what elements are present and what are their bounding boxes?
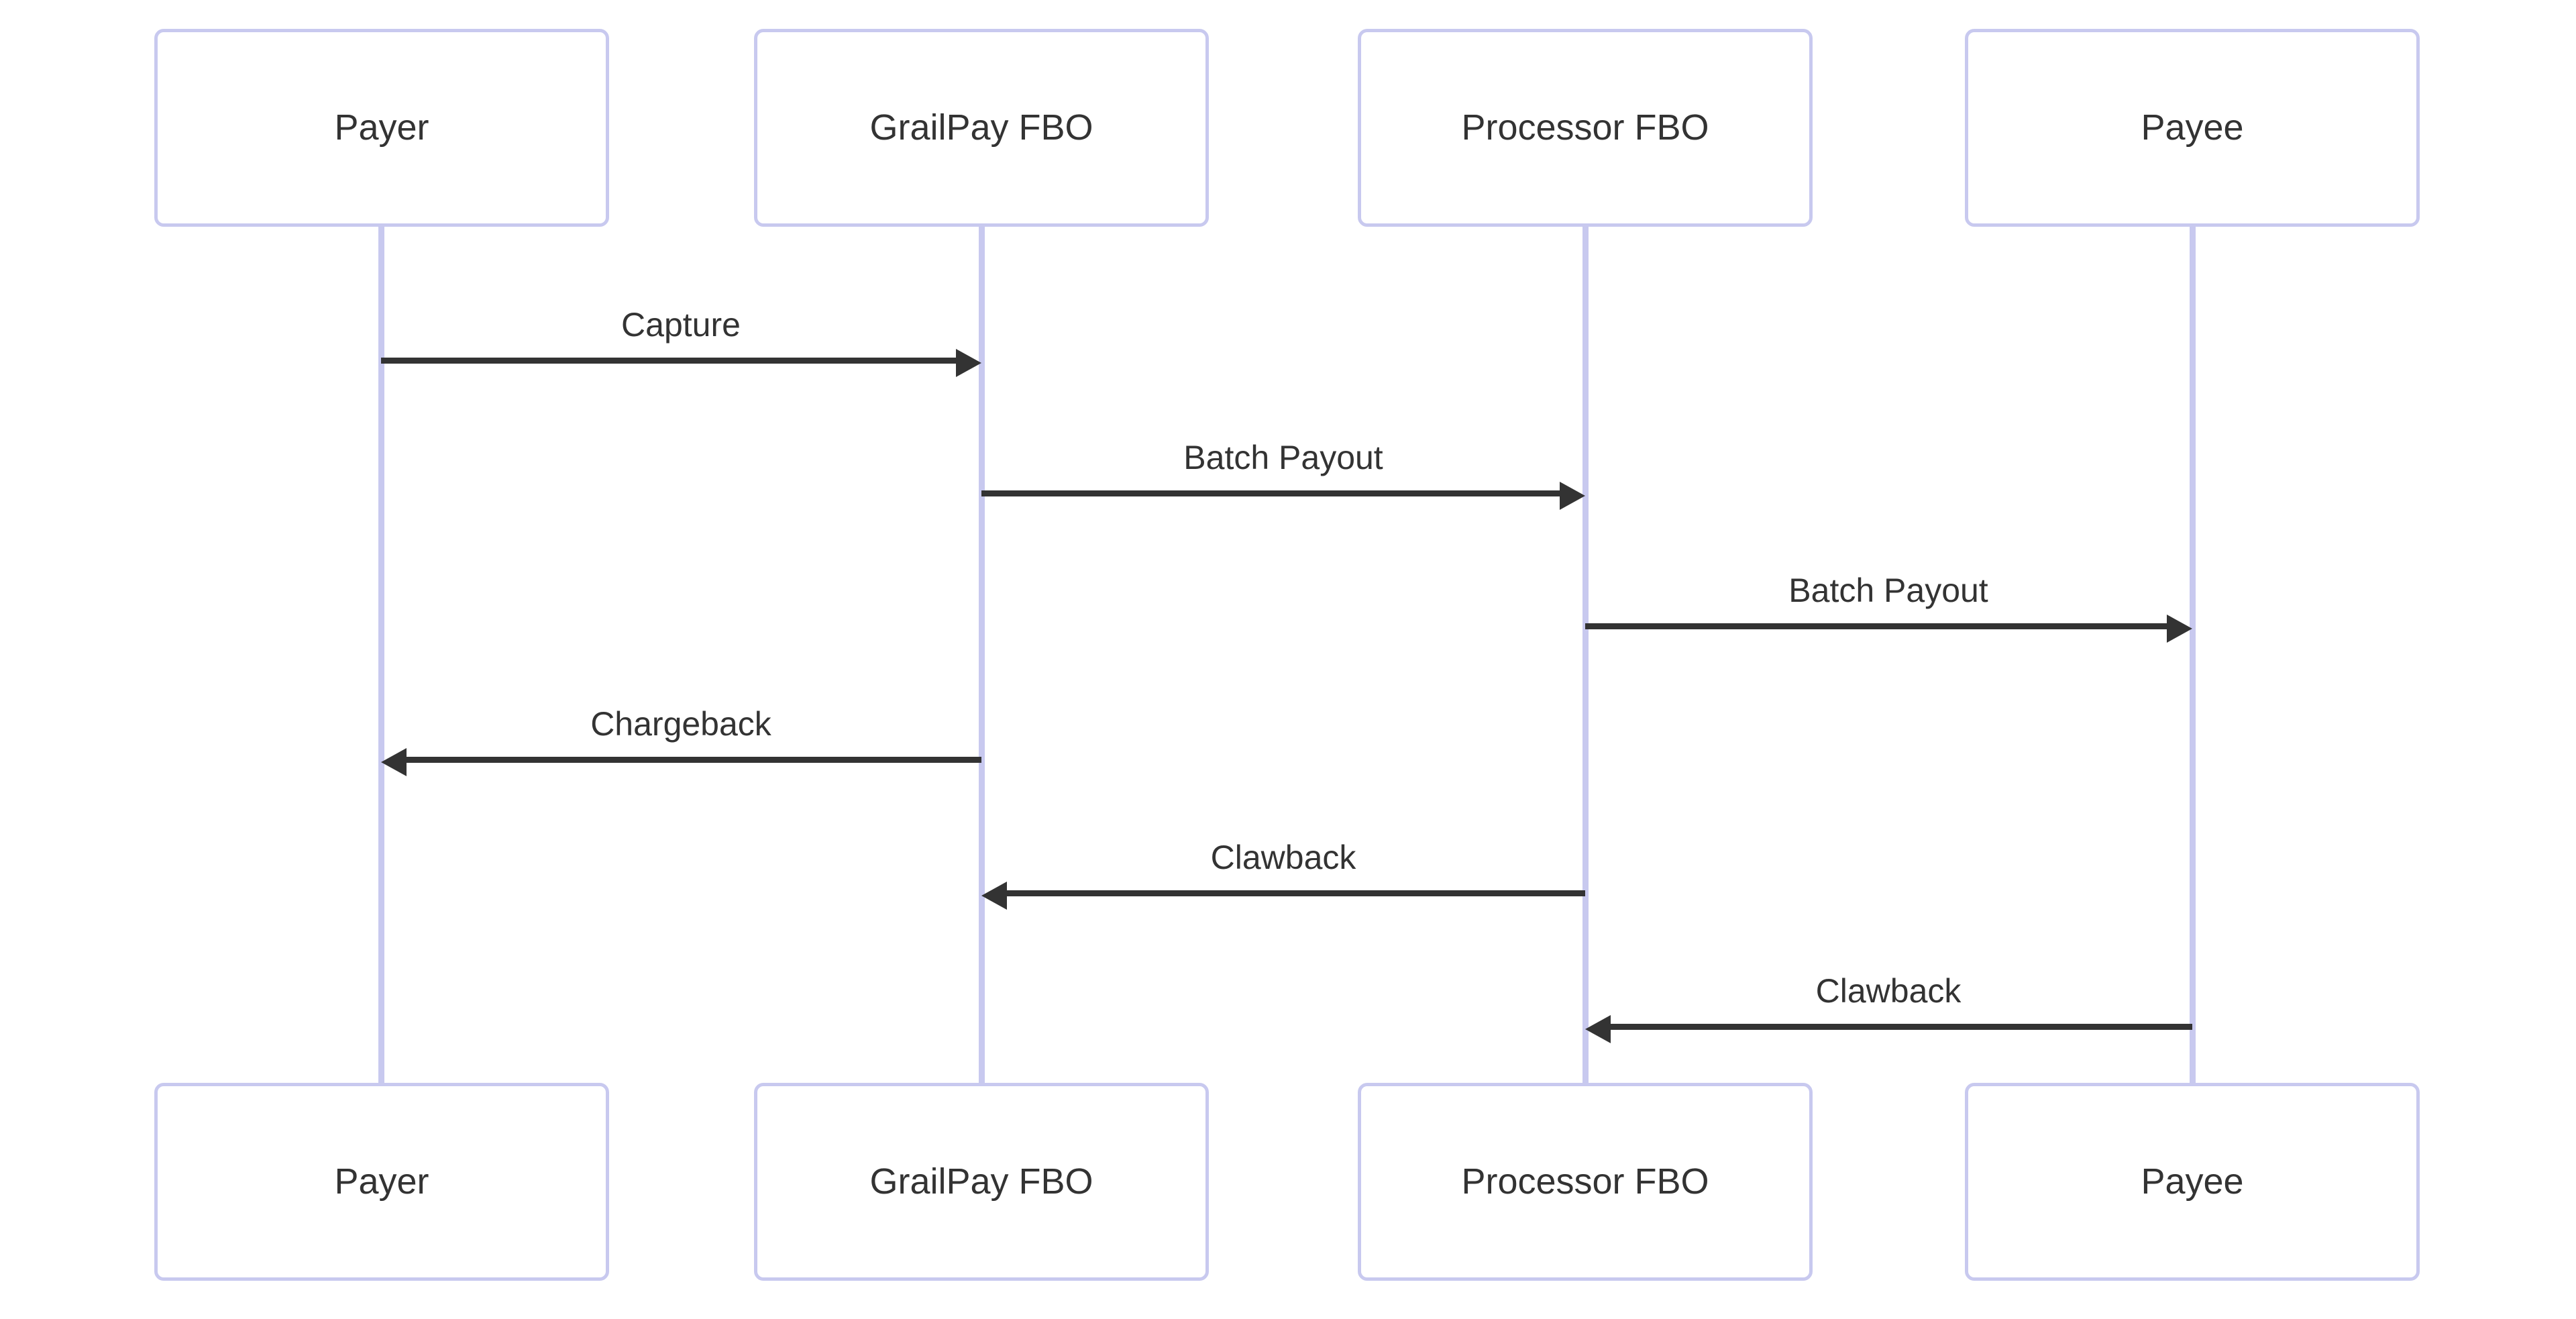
msg-clawback-2-label: Clawback xyxy=(1815,972,1962,1010)
actor-box-payer-bottom[interactable]: Payer xyxy=(154,1083,609,1281)
actor-label-payee: Payee xyxy=(2141,107,2244,148)
msg-batch-payout-2-label: Batch Payout xyxy=(1788,572,1988,609)
actor-box-grailpay_fbo-top[interactable]: GrailPay FBO xyxy=(754,29,1209,227)
msg-batch-payout-2-arrowhead-icon xyxy=(2167,615,2192,643)
msg-clawback-1-line xyxy=(1004,890,1585,896)
lifeline-payee xyxy=(2189,227,2196,1083)
lifeline-grailpay_fbo xyxy=(978,227,985,1083)
msg-clawback-2-arrowhead-icon xyxy=(1585,1015,1611,1043)
actor-label-grailpay_fbo: GrailPay FBO xyxy=(869,107,1093,148)
msg-clawback-1-label: Clawback xyxy=(1210,839,1356,876)
actor-box-grailpay_fbo-bottom[interactable]: GrailPay FBO xyxy=(754,1083,1209,1281)
msg-clawback-1-arrowhead-icon xyxy=(981,882,1007,910)
msg-batch-payout-1-label: Batch Payout xyxy=(1183,439,1383,476)
lifeline-processor_fbo xyxy=(1582,227,1589,1083)
msg-chargeback-arrowhead-icon xyxy=(381,748,407,776)
actor-box-processor_fbo-bottom[interactable]: Processor FBO xyxy=(1358,1083,1813,1281)
actor-label-payee: Payee xyxy=(2141,1161,2244,1202)
msg-clawback-2-line xyxy=(1608,1024,2192,1030)
actor-box-payer-top[interactable]: Payer xyxy=(154,29,609,227)
actor-label-payer: Payer xyxy=(334,1161,429,1202)
actor-label-grailpay_fbo: GrailPay FBO xyxy=(869,1161,1093,1202)
actor-box-processor_fbo-top[interactable]: Processor FBO xyxy=(1358,29,1813,227)
msg-chargeback-label: Chargeback xyxy=(590,705,771,743)
actor-label-processor_fbo: Processor FBO xyxy=(1461,1161,1709,1202)
msg-capture-label: Capture xyxy=(621,306,741,344)
msg-batch-payout-1-arrowhead-icon xyxy=(1560,482,1585,510)
msg-batch-payout-1-line xyxy=(981,490,1562,496)
msg-capture-line xyxy=(381,358,959,364)
actor-label-payer: Payer xyxy=(334,107,429,148)
lifeline-payer xyxy=(378,227,384,1083)
actor-label-processor_fbo: Processor FBO xyxy=(1461,107,1709,148)
msg-chargeback-line xyxy=(404,757,981,763)
msg-capture-arrowhead-icon xyxy=(956,349,981,377)
msg-batch-payout-2-line xyxy=(1585,623,2169,629)
actor-box-payee-bottom[interactable]: Payee xyxy=(1965,1083,2420,1281)
actor-box-payee-top[interactable]: Payee xyxy=(1965,29,2420,227)
